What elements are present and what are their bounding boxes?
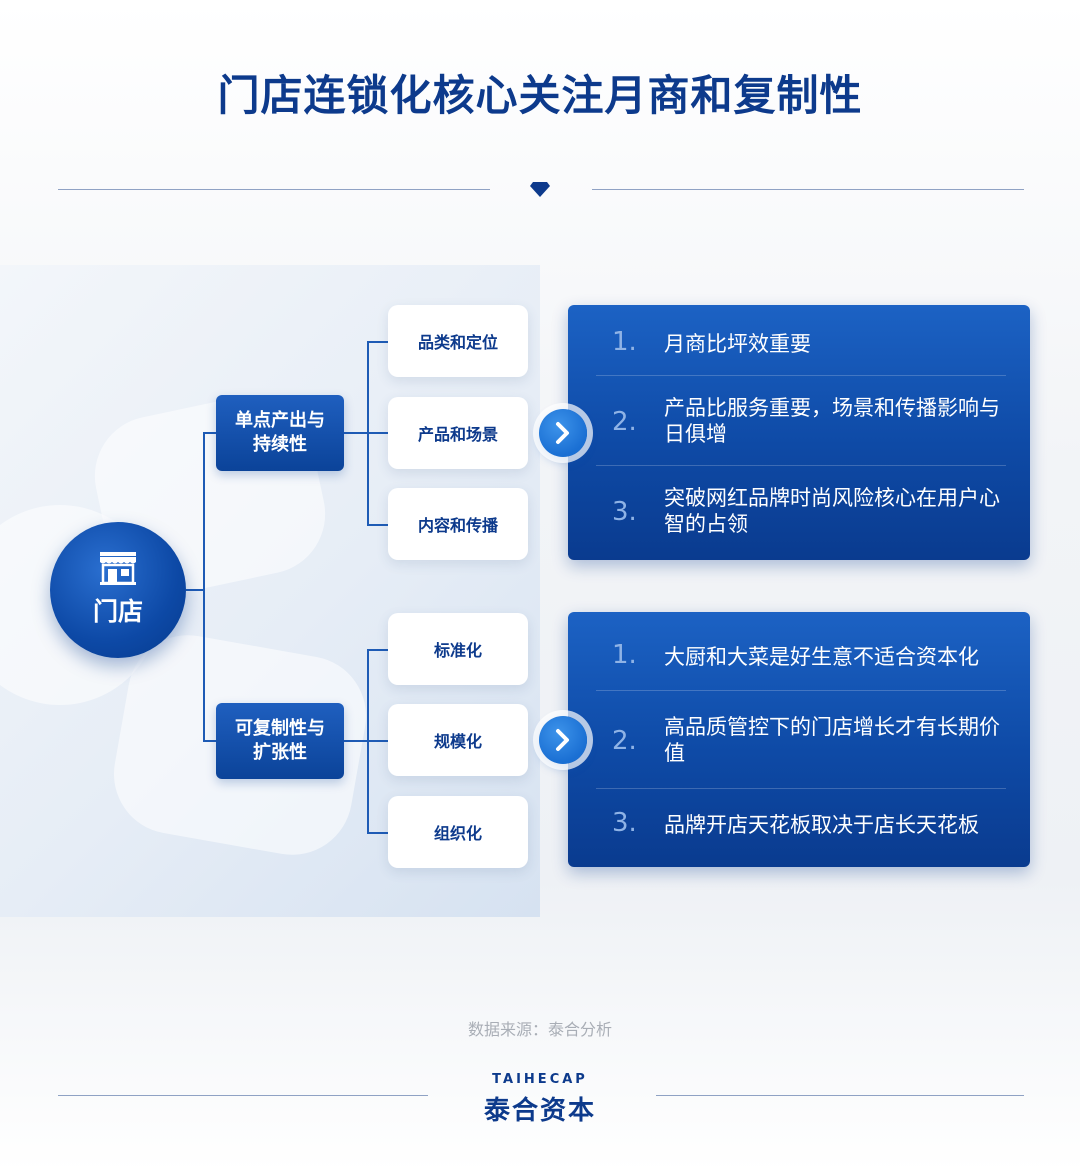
store-hub: 门店	[50, 522, 186, 658]
item-text: 高品质管控下的门店增长才有长期价值	[664, 715, 1000, 765]
leaf-node: 组织化	[388, 796, 528, 868]
divider	[596, 690, 1006, 691]
connector-leaf	[367, 649, 388, 651]
branch-label-line: 可复制性与	[235, 718, 325, 739]
branch-node-output: 单点产出与 持续性	[216, 395, 344, 471]
divider	[596, 465, 1006, 466]
connector-leaf	[367, 341, 388, 343]
divider	[596, 788, 1006, 789]
divider	[596, 375, 1006, 376]
leaf-node: 品类和定位	[388, 305, 528, 377]
connector-hub	[186, 589, 204, 591]
item-text: 月商比坪效重要	[664, 332, 811, 356]
connector-leaf	[367, 432, 388, 434]
connector-branch-1	[203, 432, 217, 434]
brand-logo-en: TAIHECAP	[492, 1072, 588, 1087]
chevron-right-icon	[539, 716, 587, 764]
divider-left	[58, 189, 490, 190]
branch-label-line: 持续性	[253, 434, 307, 455]
divider-right	[592, 189, 1024, 190]
brand-logo-cn: 泰合资本	[483, 1096, 596, 1126]
connector-leaf	[367, 524, 388, 526]
item-text: 突破网红品牌时尚风险核心在用户心智的占领	[664, 486, 1000, 536]
diamond-icon	[530, 182, 550, 197]
leaf-node: 标准化	[388, 613, 528, 685]
connector-mid-2	[344, 740, 368, 742]
connector-leaf	[367, 740, 388, 742]
insight-card-2: 1. 大厨和大菜是好生意不适合资本化 2. 高品质管控下的门店增长才有长期价值 …	[568, 612, 1030, 867]
hub-label: 门店	[92, 597, 143, 626]
page-title: 门店连锁化核心关注月商和复制性	[217, 71, 863, 120]
item-number: 1.	[612, 327, 637, 357]
leaf-node: 规模化	[388, 704, 528, 776]
item-text: 大厨和大菜是好生意不适合资本化	[664, 645, 979, 669]
item-text: 产品比服务重要，场景和传播影响与日俱增	[664, 396, 1000, 446]
item-text: 品牌开店天花板取决于店长天花板	[664, 813, 979, 837]
leaf-node: 内容和传播	[388, 488, 528, 560]
data-source: 数据来源：泰合分析	[467, 1020, 612, 1039]
connector-branch-2	[203, 740, 217, 742]
storefront-icon	[100, 552, 136, 585]
branch-label-line: 扩张性	[253, 742, 307, 763]
leaf-node: 产品和场景	[388, 397, 528, 469]
branch-label-line: 单点产出与	[235, 410, 325, 431]
connector-trunk	[203, 433, 205, 741]
chevron-right-icon	[539, 409, 587, 457]
item-number: 3.	[612, 808, 637, 838]
connector-leaf	[367, 832, 388, 834]
connector-mid-1	[344, 432, 368, 434]
item-number: 2.	[612, 407, 637, 437]
item-number: 3.	[612, 497, 637, 527]
item-number: 1.	[612, 640, 637, 670]
item-number: 2.	[612, 726, 637, 756]
footer-divider-right	[656, 1095, 1024, 1096]
branch-node-replicability: 可复制性与 扩张性	[216, 703, 344, 779]
footer-divider-left	[58, 1095, 428, 1096]
insight-card-1: 1. 月商比坪效重要 2. 产品比服务重要，场景和传播影响与日俱增 3. 突破网…	[568, 305, 1030, 560]
